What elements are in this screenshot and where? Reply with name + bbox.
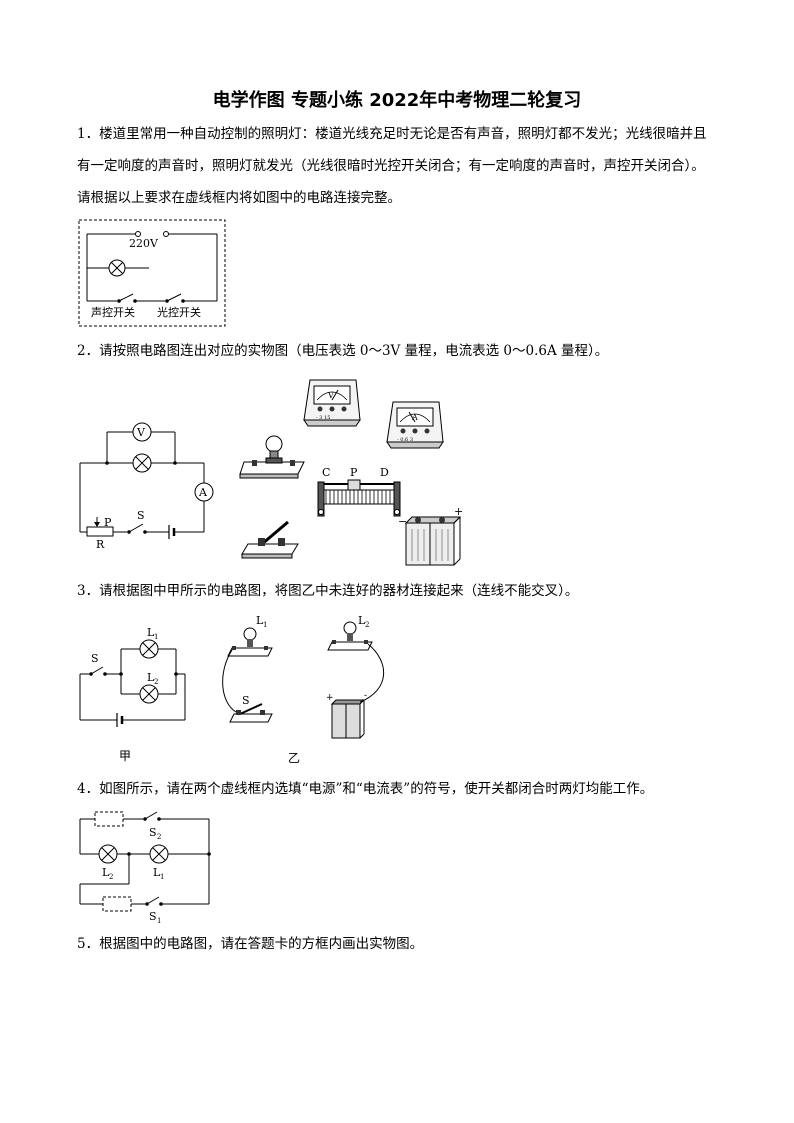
l1-label: L	[153, 866, 161, 879]
lamp-l2-label: L	[147, 671, 155, 684]
bulb-icon	[265, 435, 283, 453]
s2-label: S	[149, 826, 157, 839]
light-switch-label: 光控开关	[157, 305, 201, 319]
yi-lamp-l2-label: L	[358, 614, 366, 627]
switch-icon	[89, 666, 107, 676]
sound-switch-label: 声控开关	[91, 305, 135, 319]
yi-lamp-l1-label: L	[256, 614, 264, 627]
question-4-text: 4．如图所示，请在两个虚线框内选填“电源”和“电流表”的符号，使开关都闭合时两灯…	[77, 781, 654, 797]
lamp-icon	[108, 259, 126, 277]
l2-label: L	[102, 866, 110, 879]
yi-lamp-l2-subscript: 2	[365, 621, 369, 629]
lamp-l1-subscript: 1	[154, 633, 158, 641]
bulb-l1-icon	[243, 627, 257, 641]
lamp-l1-icon	[149, 844, 169, 864]
q2-switch-device	[241, 520, 299, 559]
voltmeter-symbol: V	[136, 426, 146, 439]
lamp-l1-icon	[139, 639, 159, 659]
lamp-l2-subscript: 2	[154, 678, 158, 686]
lamp-icon	[132, 453, 152, 473]
caption-jia: 甲	[119, 749, 131, 763]
dashed-box-bottom	[102, 896, 132, 912]
yi-switch-label: S	[242, 694, 250, 707]
question-2-text: 2．请按照电路图连出对应的实物图（电压表选 0～3V 量程，电流表选 0～0.6…	[77, 343, 609, 359]
l2-subscript: 2	[109, 873, 113, 881]
battery-minus-label: −	[398, 515, 407, 528]
switch-label: S	[137, 509, 145, 522]
voltmeter-scale: - 3 15	[316, 415, 330, 421]
switch-s2-icon	[143, 811, 161, 821]
ammeter-symbol: A	[198, 486, 208, 499]
caption-yi: 乙	[288, 751, 300, 765]
ammeter-device-symbol: A	[411, 413, 418, 422]
terminal-d-label: D	[380, 466, 389, 479]
sound-switch-icon	[117, 293, 137, 303]
battery-icon	[116, 713, 124, 727]
page-title: 电学作图 专题小练 2022年中考物理二轮复习	[212, 90, 582, 111]
voltmeter-device-symbol: V	[327, 391, 334, 400]
q2-rheostat-device: C P D	[317, 466, 401, 517]
yi-battery-minus: -	[364, 691, 367, 701]
s1-subscript: 1	[157, 917, 161, 925]
battery-plus-label: +	[454, 505, 463, 518]
lamp-l2-icon	[98, 844, 118, 864]
terminal-c-label: C	[322, 466, 330, 479]
lamp-l1-label: L	[147, 626, 155, 639]
q3-physical-yi: L 1 L 2 S + - 乙	[222, 614, 384, 765]
light-switch-icon	[165, 293, 185, 303]
q1-circuit-figure: 220V 声控开关 光控开关	[78, 219, 226, 327]
question-3-text: 3．请根据图中甲所示的电路图，将图乙中未连好的器材连接起来（连线不能交叉）。	[77, 583, 579, 599]
battery-icon	[168, 525, 176, 539]
s2-subscript: 2	[157, 833, 161, 841]
dashed-box-top	[94, 811, 124, 827]
l1-subscript: 1	[160, 873, 164, 881]
terminal-p-label: P	[350, 466, 358, 479]
switch-s1-icon	[145, 896, 163, 906]
yi-battery-plus: +	[326, 693, 334, 703]
switch-label: S	[91, 652, 99, 665]
q4-circuit-diagram: S 2 L 2 L 1 S 1	[79, 811, 211, 925]
voltage-label: 220V	[129, 237, 159, 250]
bulb-l2-icon	[343, 621, 357, 635]
q2-ammeter-device: A - 0.6 3	[386, 401, 444, 449]
s1-label: S	[149, 910, 157, 923]
lamp-l2-icon	[139, 684, 159, 704]
switch-icon	[127, 523, 147, 534]
resistor-label: R	[96, 538, 105, 551]
q2-lamp-device	[239, 435, 305, 479]
q2-battery-device: − +	[398, 505, 463, 566]
question-5-text: 5．根据图中的电路图，请在答题卡的方框内画出实物图。	[77, 936, 424, 952]
question-1-text: 1．楼道里常用一种自动控制的照明灯：楼道光线充足时无论是否有声音，照明灯都不发光…	[77, 126, 707, 206]
q2-circuit-diagram: V A P R S	[79, 422, 214, 551]
q3-circuit-diagram-jia: S L 1 L 2 甲	[79, 626, 186, 763]
yi-lamp-l1-subscript: 1	[263, 621, 267, 629]
slider-label: P	[104, 516, 112, 529]
q2-voltmeter-device: V - 3 15	[303, 379, 361, 427]
ammeter-scale: - 0.6 3	[397, 437, 413, 443]
